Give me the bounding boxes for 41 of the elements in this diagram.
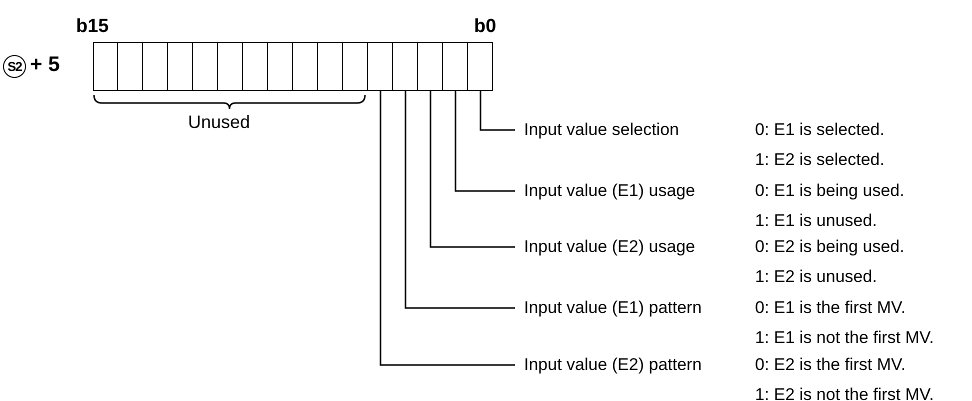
value-description: 1: E2 is selected. — [755, 150, 884, 170]
leader-line — [404, 91, 515, 309]
value-description: 0: E1 is the first MV. — [755, 298, 906, 318]
bit-cell — [266, 42, 293, 91]
bit-cell — [166, 42, 193, 91]
bit-number: b0 — [474, 16, 496, 38]
field-label: Input value selection — [515, 120, 679, 140]
value-description: 0: E1 is being used. — [755, 181, 904, 201]
value-description: 0: E2 is being used. — [755, 237, 904, 257]
bit-cell — [93, 42, 118, 91]
circled-operand: S2 — [3, 55, 26, 78]
field-label: Input value (E1) pattern — [515, 298, 702, 318]
bit-cell — [216, 42, 243, 91]
value-description: 1: E1 is unused. — [755, 211, 877, 231]
offset-label: + 5 — [30, 53, 60, 77]
field-label: Input value (E2) pattern — [515, 355, 702, 375]
bit-cell — [316, 42, 343, 91]
value-description: 0: E2 is the first MV. — [755, 355, 906, 375]
field-label: Input value (E2) usage — [515, 237, 696, 257]
bit-cell — [142, 42, 168, 91]
bit-cell — [192, 42, 218, 91]
field-label: Input value (E1) usage — [515, 181, 696, 201]
bit-cell — [242, 42, 268, 91]
value-description: 0: E1 is selected. — [755, 120, 884, 140]
range-label: Unused — [188, 112, 250, 133]
leader-line — [430, 91, 515, 248]
value-description: 1: E2 is not the first MV. — [755, 385, 934, 401]
bit-cell — [416, 42, 443, 91]
bit-cell — [442, 42, 468, 91]
bit-cell — [466, 42, 493, 91]
value-description: 1: E2 is unused. — [755, 267, 877, 287]
leader-line — [380, 91, 515, 366]
value-description: 1: E1 is not the first MV. — [755, 328, 934, 348]
bit-cell — [292, 42, 318, 91]
bit-cell — [366, 42, 393, 91]
leader-line — [480, 91, 515, 131]
bit-cell — [116, 42, 143, 91]
leader-line — [454, 91, 515, 192]
bit-number: b15 — [76, 16, 109, 38]
bit-cell — [342, 42, 368, 91]
bit-cell — [392, 42, 418, 91]
